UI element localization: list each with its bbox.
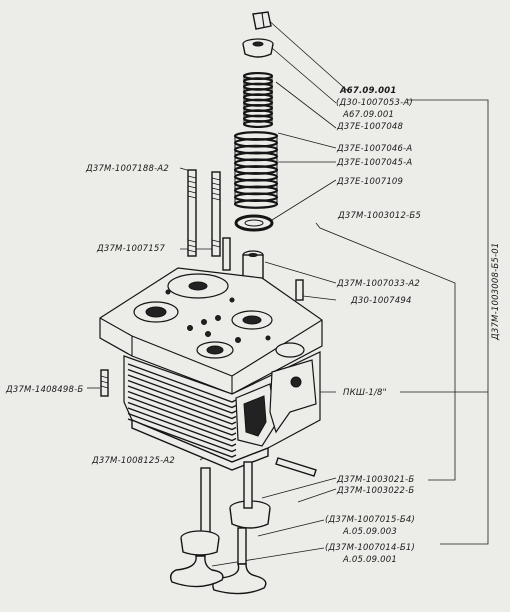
- inner-valve-spring: [242, 71, 274, 129]
- label-assembly-number: Д37М-1003008-Б5-01: [491, 242, 501, 341]
- studs: [100, 169, 317, 477]
- label-d37m-1003022: Д37М-1003022-Б: [336, 486, 414, 496]
- label-d37e-1007048: Д37Е-1007048: [336, 122, 404, 132]
- label-d37m-1003012: Д37М-1003012-Б5: [337, 211, 421, 221]
- label-d30-1007494: Д30-1007494: [350, 296, 412, 306]
- spring-retainer: [242, 38, 274, 58]
- label-d37m-1007015: (Д37М-1007015-Б4): [325, 515, 415, 525]
- label-d37m-1003021: Д37М-1003021-Б: [336, 475, 414, 485]
- outer-valve-spring: [233, 131, 279, 209]
- label-d37m-1007033: Д37М-1007033-А2: [336, 279, 420, 289]
- label-d37m-1408498: Д37М-1408498-Б: [5, 385, 83, 395]
- intake-valve: [212, 461, 271, 595]
- label-d37e-1007046: Д37Е-1007046-А: [336, 144, 412, 154]
- label-d37m-1007157: Д37М-1007157: [96, 244, 166, 254]
- label-d37e-1007045: Д37Е-1007045-А: [336, 158, 412, 168]
- part-labels: А67.09.001 (Д30-1007053-А) А67.09.001 Д3…: [5, 86, 501, 565]
- cylinder-head: [99, 267, 323, 471]
- label-d37m-1007014: (Д37М-1007014-Б1): [325, 543, 415, 553]
- label-a67: А67.09.001: [339, 86, 396, 96]
- spring-seat-washer: [234, 214, 274, 232]
- label-a05-003: А.05.09.003: [342, 527, 397, 537]
- label-pksh: ПКШ-1/8": [343, 388, 387, 398]
- exhaust-valve: [169, 467, 224, 588]
- label-d37m-1007188: Д37М-1007188-А2: [85, 164, 169, 174]
- label-d37m-1008125: Д37М-1008125-А2: [91, 456, 175, 466]
- valve-collet: [252, 11, 272, 30]
- label-a05-001: А.05.09.001: [342, 555, 397, 565]
- cooling-fins: [127, 363, 237, 458]
- label-d30-1007053: (Д30-1007053-А): [336, 98, 413, 108]
- label-a67-sub: А67.09.001: [342, 110, 394, 120]
- label-d37e-1007109: Д37Е-1007109: [336, 177, 403, 187]
